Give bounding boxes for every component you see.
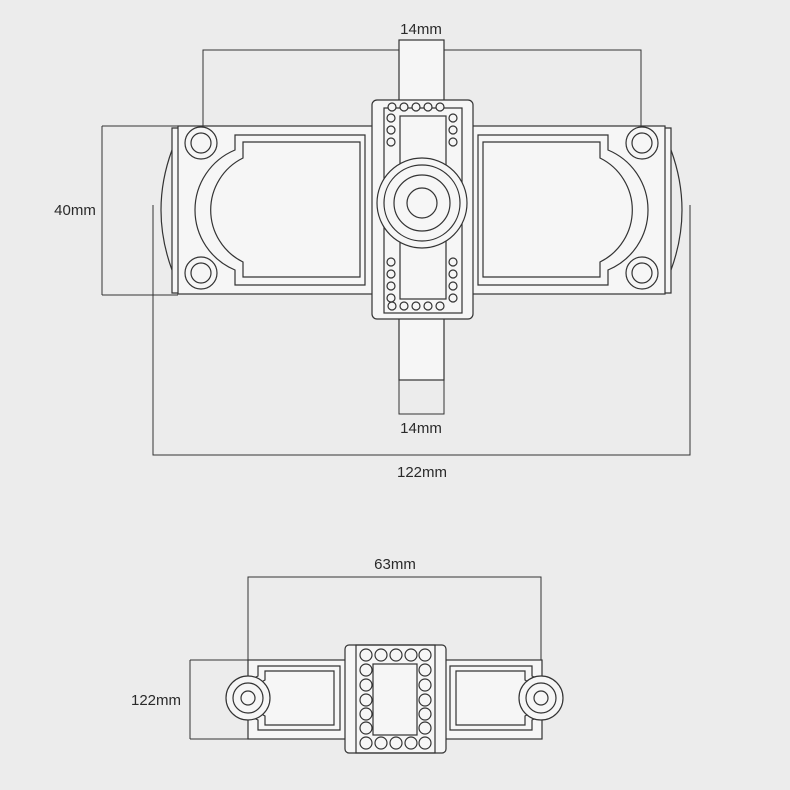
rivet-dot	[418, 693, 432, 707]
left-end-bulge	[160, 149, 173, 271]
rivet-dot	[399, 102, 409, 112]
rivet-dot	[418, 721, 432, 735]
rivet-dot	[386, 269, 396, 279]
shaft-stub-top	[398, 39, 445, 103]
rivet-dot	[386, 281, 396, 291]
dim-hole-spacing: 63mm	[374, 556, 416, 573]
rivet-dot	[448, 257, 458, 267]
left-arch-outer	[194, 134, 366, 286]
rivet-dot	[386, 113, 396, 123]
rivet-dot	[404, 736, 418, 750]
rivet-dot	[359, 678, 373, 692]
rivet-dot	[374, 648, 388, 662]
rivet-dot	[448, 137, 458, 147]
mounting-holes-bottom	[225, 675, 564, 721]
dim-shaft-top: 14mm	[400, 21, 442, 38]
rivet-dot	[359, 736, 373, 750]
gear-housing-bottom-inner	[355, 644, 436, 754]
rivet-dot	[359, 693, 373, 707]
dim-shaft-bottom: 14mm	[400, 420, 442, 437]
rivet-dot	[448, 113, 458, 123]
output-horn	[376, 157, 468, 249]
rivet-dot	[411, 102, 421, 112]
right-arch-outer	[477, 134, 649, 286]
rivet-dot	[386, 137, 396, 147]
rivet-dot	[359, 721, 373, 735]
right-arch-inner	[482, 141, 633, 278]
rivet-dot	[418, 678, 432, 692]
rivet-dot	[448, 269, 458, 279]
rivet-dot	[448, 293, 458, 303]
rivet-dot	[411, 301, 421, 311]
gear-housing-dots	[386, 102, 458, 311]
dim-overall-length: 122mm	[397, 464, 447, 481]
rivet-dot	[387, 102, 397, 112]
rivet-dot	[389, 736, 403, 750]
rivet-dot	[399, 301, 409, 311]
top-view: 14mm 40mm 14mm 122mm	[54, 21, 691, 481]
rivet-dot	[359, 707, 373, 721]
rivet-dot	[359, 648, 373, 662]
gear-housing-bottom-dots	[359, 648, 432, 750]
rivet-dot	[448, 125, 458, 135]
rivet-dot	[418, 736, 432, 750]
rivet-dot	[435, 102, 445, 112]
mounting-holes-top	[184, 126, 659, 290]
rivet-dot	[374, 736, 388, 750]
rivet-dot	[448, 281, 458, 291]
dim-side-length: 122mm	[131, 692, 181, 709]
gear-housing-bottom-slot	[372, 663, 418, 736]
rivet-dot	[359, 663, 373, 677]
dim-height: 40mm	[54, 202, 96, 219]
rivet-dot	[418, 663, 432, 677]
rivet-dot	[418, 707, 432, 721]
left-arch-inner	[210, 141, 361, 278]
rivet-dot	[386, 257, 396, 267]
right-end-bulge	[670, 149, 683, 271]
rivet-dot	[423, 301, 433, 311]
bottom-view: 63mm 122mm	[131, 556, 564, 754]
rivet-dot	[423, 102, 433, 112]
dimension-lines-bottom	[189, 576, 542, 740]
rivet-dot	[435, 301, 445, 311]
rivet-dot	[389, 648, 403, 662]
rivet-dot	[386, 293, 396, 303]
shaft-stub-bottom	[398, 317, 445, 381]
rivet-dot	[387, 301, 397, 311]
rivet-dot	[404, 648, 418, 662]
rivet-dot	[386, 125, 396, 135]
rivet-dot	[418, 648, 432, 662]
